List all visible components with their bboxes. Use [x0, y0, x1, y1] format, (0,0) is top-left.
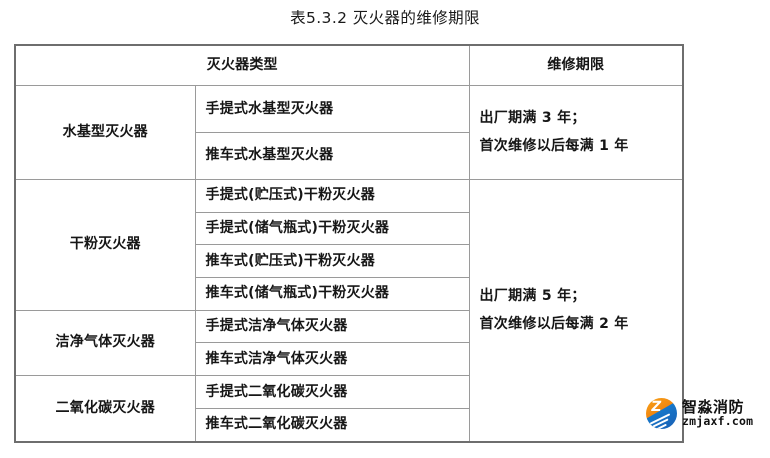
- period-line-1: 出厂期满 3 年；: [479, 110, 586, 127]
- table-header: 灭火器类型 维修期限: [14, 44, 684, 86]
- type-cell: 推车式(贮压式)干粉灭火器: [194, 244, 470, 278]
- table-body: 水基型灭火器 手提式水基型灭火器 出厂期满 3 年； 首次维修以后每满 1 年 …: [14, 85, 684, 443]
- period-line-2: 首次维修以后每满 1 年: [479, 138, 629, 155]
- table-row: 推车式二氧化碳灭火器: [15, 407, 683, 443]
- column-header-extinguisher-type: 灭火器类型: [14, 44, 470, 86]
- period-cell-5-year: 出厂期满 5 年； 首次维修以后每满 2 年: [468, 178, 684, 443]
- type-cell: 手提式二氧化碳灭火器: [194, 375, 470, 409]
- category-cell-clean-agent: 洁净气体灭火器: [14, 309, 196, 377]
- type-cell: 手提式水基型灭火器: [194, 85, 470, 133]
- table-row: 水基型灭火器 手提式水基型灭火器 出厂期满 3 年； 首次维修以后每满 1 年: [14, 85, 684, 180]
- maintenance-period-table: 灭火器类型 维修期限 水基型灭火器 手提式水基型灭火器 出厂期满 3 年； 首次…: [14, 44, 684, 443]
- watermark-text: 智淼消防 zmjaxf.com: [682, 397, 754, 429]
- type-cell: 手提式洁净气体灭火器: [194, 309, 470, 344]
- category-cell-dry-powder: 干粉灭火器: [14, 178, 196, 311]
- period-line-1: 出厂期满 5 年；: [479, 288, 586, 305]
- type-cell: 推车式二氧化碳灭火器: [194, 407, 470, 443]
- table-row: 洁净气体灭火器 手提式洁净气体灭火器: [14, 309, 683, 377]
- period-cell-3-year: 出厂期满 3 年； 首次维修以后每满 1 年: [468, 85, 684, 180]
- type-cell: 推车式洁净气体灭火器: [194, 342, 470, 377]
- type-cell: 推车式水基型灭火器: [194, 131, 470, 180]
- type-cell: 手提式(储气瓶式)干粉灭火器: [194, 211, 470, 246]
- table-row: 手提式(储气瓶式)干粉灭火器: [15, 211, 683, 246]
- type-cell: 手提式(贮压式)干粉灭火器: [194, 178, 470, 213]
- table-row: 推车式(储气瓶式)干粉灭火器: [15, 276, 683, 311]
- table-row: 二氧化碳灭火器 手提式二氧化碳灭火器: [14, 375, 683, 443]
- category-cell-water-based: 水基型灭火器: [14, 85, 196, 180]
- table-header-row: 灭火器类型 维修期限: [14, 44, 684, 86]
- watermark-brand-name: 智淼消防: [682, 397, 745, 416]
- type-cell: 推车式(储气瓶式)干粉灭火器: [194, 276, 470, 311]
- page-title: 表5.3.2 灭火器的维修期限: [290, 9, 480, 27]
- table-row: 干粉灭火器 手提式(贮压式)干粉灭火器 出厂期满 5 年； 首次维修以后每满 2…: [14, 178, 684, 443]
- watermark-url: zmjaxf.com: [682, 414, 754, 429]
- table-row: 推车式水基型灭火器: [15, 131, 683, 180]
- column-header-maintenance-period: 维修期限: [468, 44, 684, 86]
- table-row: 推车式洁净气体灭火器: [15, 342, 683, 377]
- category-cell-carbon-dioxide: 二氧化碳灭火器: [14, 375, 196, 443]
- table-container: 灭火器类型 维修期限 水基型灭火器 手提式水基型灭火器 出厂期满 3 年； 首次…: [14, 44, 684, 443]
- period-line-2: 首次维修以后每满 2 年: [479, 316, 629, 333]
